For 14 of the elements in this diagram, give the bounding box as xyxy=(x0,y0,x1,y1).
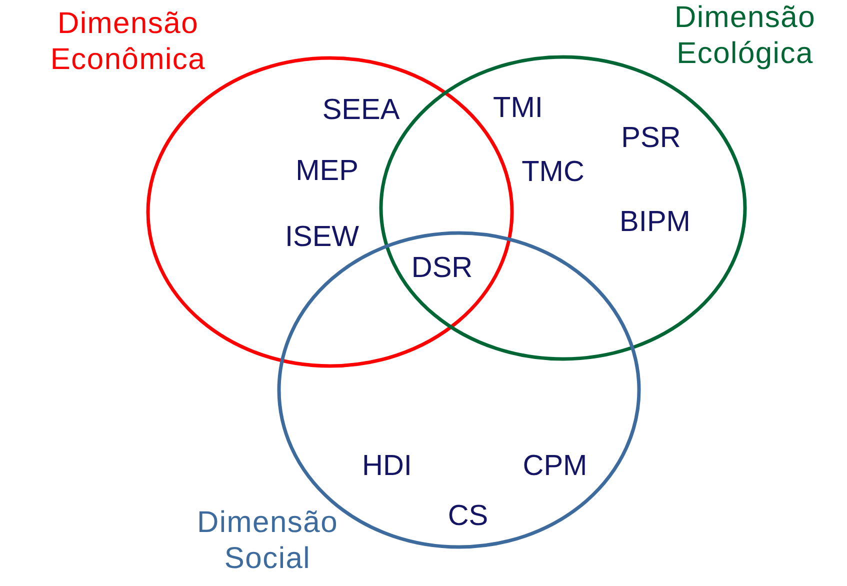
circle-title: Dimensão Social xyxy=(196,505,340,577)
indicator-label: TMI xyxy=(493,91,543,125)
indicator-label: BIPM xyxy=(620,205,690,239)
circle-title: Dimensão Ecológica xyxy=(673,0,817,72)
indicator-label: CS xyxy=(448,499,488,533)
circle-title: Dimensão Econômica xyxy=(49,6,207,78)
indicator-label: MEP xyxy=(296,154,358,188)
indicator-label: CPM xyxy=(522,449,588,483)
indicator-label: HDI xyxy=(362,449,412,483)
indicator-label: ISEW xyxy=(284,220,360,254)
indicator-label: DSR xyxy=(411,251,473,285)
indicator-label: SEEA xyxy=(322,93,400,127)
indicator-label: PSR xyxy=(621,121,681,155)
indicator-label: TMC xyxy=(522,155,584,189)
